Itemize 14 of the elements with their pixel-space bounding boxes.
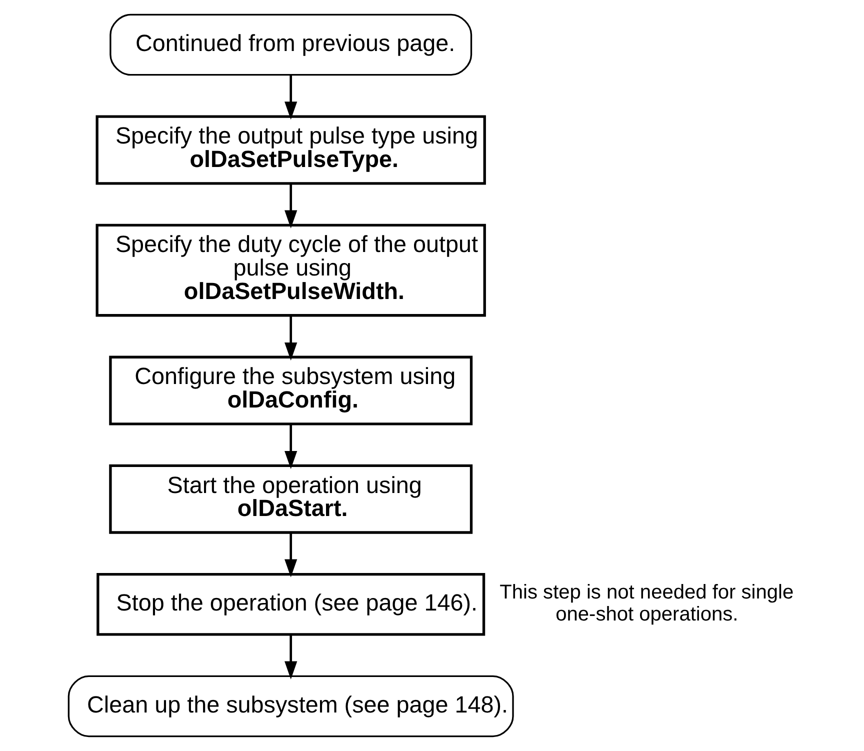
node-box: Stop the operation (see page 146). bbox=[96, 572, 486, 636]
node-label: This step is not needed for single one-shot operations. bbox=[500, 582, 794, 626]
node-box: Specify the output pulse type using olDaSetPulseType. bbox=[96, 115, 486, 185]
node-box: Continued from previous page. bbox=[110, 14, 472, 76]
node-box: Start the operation using olDaStart. bbox=[109, 464, 473, 534]
arrow bbox=[284, 315, 298, 361]
node-box: Clean up the subsystem (see page 148). bbox=[68, 675, 514, 738]
arrow bbox=[284, 75, 298, 120]
arrow bbox=[284, 634, 298, 680]
node-box: Configure the subsystem using olDaConfig. bbox=[109, 356, 473, 426]
node-box: Specify the duty cycle of the output pulse using olDaSetPulseWidth. bbox=[96, 224, 486, 317]
arrow bbox=[284, 533, 298, 578]
arrow bbox=[284, 424, 298, 470]
arrow bbox=[284, 184, 298, 228]
